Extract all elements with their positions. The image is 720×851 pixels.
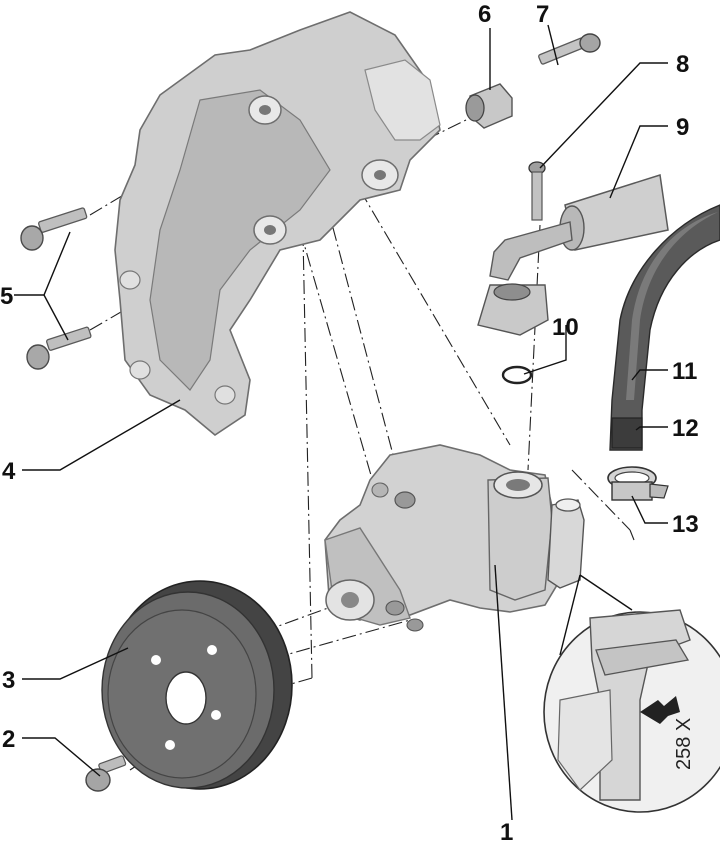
callout-7: 7 <box>536 1 549 28</box>
callout-9: 9 <box>676 114 689 141</box>
bushing-part <box>465 83 513 129</box>
direction-arrow-icon <box>640 696 680 724</box>
bolt-7 <box>538 33 601 65</box>
pressure-line-part <box>477 174 669 336</box>
bracket-part <box>114 11 441 436</box>
bolt-8 <box>528 161 546 221</box>
bolt-5-lower <box>26 326 92 370</box>
inset-marking-text: 258 X <box>673 718 695 770</box>
callout-5: 5 <box>0 283 13 310</box>
callout-leaders <box>14 24 668 821</box>
callout-13: 13 <box>672 511 699 538</box>
callout-2: 2 <box>2 726 15 753</box>
callout-4: 4 <box>2 458 16 485</box>
pump-part <box>324 444 585 632</box>
callout-12: 12 <box>672 415 699 442</box>
o-ring-part <box>501 365 533 385</box>
bolt-5-upper <box>20 207 88 251</box>
bolt-2 <box>85 755 127 792</box>
hose-clamp-part <box>607 466 669 501</box>
pulley-part <box>101 580 293 790</box>
detail-inset: 258 X <box>543 574 720 813</box>
callout-10: 10 <box>552 314 579 341</box>
callout-6: 6 <box>478 1 491 28</box>
callout-1: 1 <box>500 819 513 846</box>
return-hose-part <box>609 204 720 451</box>
hose-end-part <box>611 417 643 449</box>
callout-11: 11 <box>672 358 697 385</box>
hose-highlight <box>626 212 718 400</box>
callout-3: 3 <box>2 667 15 694</box>
callout-8: 8 <box>676 51 689 78</box>
